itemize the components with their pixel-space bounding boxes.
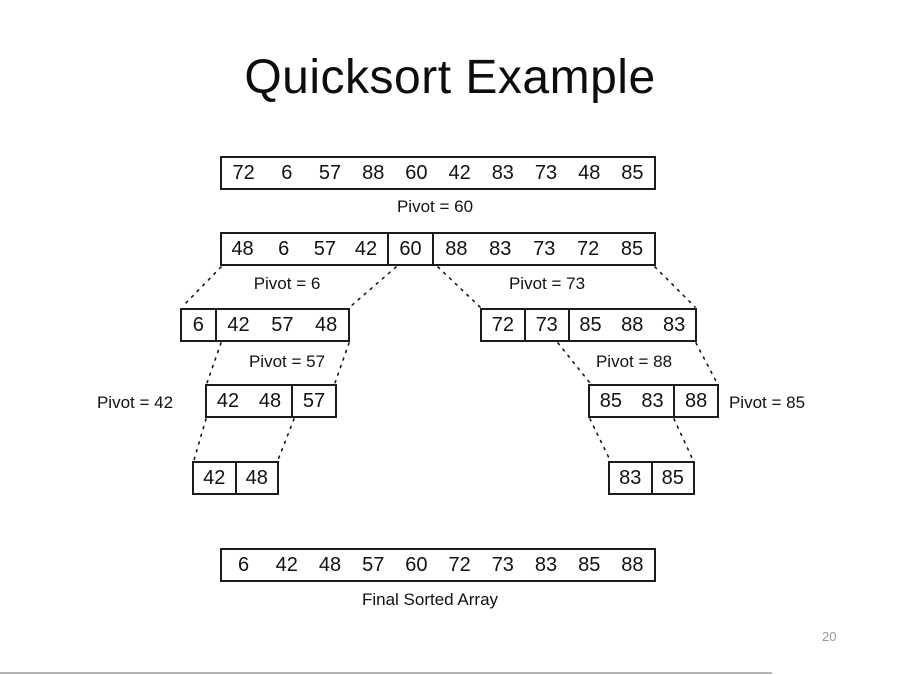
array-cell: 83 <box>662 313 686 336</box>
array-cell: 60 <box>405 553 428 576</box>
array-cell: 88 <box>362 161 385 184</box>
array-segment: 42 <box>194 463 235 493</box>
array-cell: 88 <box>685 389 708 412</box>
array-segment: 72 6 57 88 60 42 83 73 48 85 <box>222 158 654 188</box>
array-cell: 42 <box>227 313 250 336</box>
array-cell: 42 <box>354 237 378 260</box>
array-cell: 85 <box>579 313 602 336</box>
pivot-label-6: Pivot = 6 <box>253 274 321 293</box>
array-cell: 83 <box>491 161 514 184</box>
array-cell: 48 <box>578 161 601 184</box>
pivot-label-57: Pivot = 57 <box>248 352 326 371</box>
array-segment: 48 <box>234 463 278 493</box>
array-cell: 73 <box>533 237 556 260</box>
array-segment: 60 <box>386 234 433 264</box>
array-leaf-42-48: 42 48 <box>192 461 279 495</box>
pivot-label-85: Pivot = 85 <box>728 393 806 412</box>
array-cell: 72 <box>232 161 255 184</box>
array-cell: 6 <box>278 237 290 260</box>
array-cell: 72 <box>491 313 515 336</box>
array-segment: 88 <box>673 386 717 416</box>
array-segment: 42 48 <box>207 386 291 416</box>
array-cell: 85 <box>661 466 684 489</box>
array-cell: 42 <box>203 466 226 489</box>
array-segment: 85 83 <box>590 386 673 416</box>
array-initial: 72 6 57 88 60 42 83 73 48 85 <box>220 156 656 190</box>
array-42-48-57: 42 48 57 <box>205 384 337 418</box>
array-cell: 42 <box>275 553 298 576</box>
array-segment: 42 57 48 <box>214 310 348 340</box>
bottom-edge-line <box>0 672 772 674</box>
array-cell: 42 <box>216 389 240 412</box>
array-segment: 85 88 83 <box>567 310 695 340</box>
array-cell: 48 <box>318 553 342 576</box>
array-cell: 48 <box>258 389 282 412</box>
array-cell: 88 <box>621 553 644 576</box>
array-cell: 6 <box>238 553 250 576</box>
array-right-of-60: 72 73 85 88 83 <box>480 308 697 342</box>
array-85-83-88: 85 83 88 <box>588 384 719 418</box>
array-segment: 83 <box>610 463 651 493</box>
array-cell: 6 <box>192 313 204 336</box>
array-cell: 85 <box>578 553 601 576</box>
array-partition-60: 48 6 57 42 60 88 83 73 72 85 <box>220 232 656 266</box>
array-segment: 85 <box>650 463 694 493</box>
array-segment: 48 6 57 42 <box>222 234 387 264</box>
array-cell: 85 <box>621 161 644 184</box>
array-cell: 6 <box>281 161 293 184</box>
array-cell: 83 <box>534 553 558 576</box>
array-cell: 48 <box>231 237 254 260</box>
pivot-label-42: Pivot = 42 <box>96 393 174 412</box>
array-cell: 83 <box>641 389 664 412</box>
array-cell: 57 <box>362 553 385 576</box>
array-cell: 42 <box>448 161 471 184</box>
array-cell: 83 <box>619 466 642 489</box>
array-cell: 88 <box>621 313 644 336</box>
array-segment: 6 <box>182 310 215 340</box>
array-cell: 48 <box>314 313 338 336</box>
array-cell: 72 <box>576 237 600 260</box>
array-cell: 73 <box>534 161 558 184</box>
array-cell: 48 <box>245 466 268 489</box>
pivot-label-73: Pivot = 73 <box>508 274 586 293</box>
array-cell: 57 <box>318 161 342 184</box>
array-segment: 72 <box>482 310 524 340</box>
array-segment: 73 <box>523 310 568 340</box>
slide-title: Quicksort Example <box>244 51 656 104</box>
array-cell: 57 <box>271 313 294 336</box>
array-segment: 57 <box>291 386 335 416</box>
array-cell: 60 <box>399 237 422 260</box>
pivot-label-88: Pivot = 88 <box>595 352 673 371</box>
array-final-sorted: 6 42 48 57 60 72 73 83 85 88 <box>220 548 656 582</box>
array-cell: 60 <box>405 161 428 184</box>
array-cell: 85 <box>620 237 644 260</box>
array-cell: 57 <box>302 389 326 412</box>
final-array-caption: Final Sorted Array <box>361 590 499 609</box>
array-leaf-83-85: 83 85 <box>608 461 695 495</box>
array-cell: 73 <box>535 313 558 336</box>
array-segment: 6 42 48 57 60 72 73 83 85 88 <box>222 550 654 580</box>
array-cell: 73 <box>491 553 514 576</box>
array-cell: 72 <box>448 553 471 576</box>
array-cell: 57 <box>313 237 336 260</box>
array-segment: 88 83 73 72 85 <box>432 234 654 264</box>
array-cell: 88 <box>445 237 468 260</box>
array-left-of-60: 6 42 57 48 <box>180 308 350 342</box>
pivot-label-60: Pivot = 60 <box>396 197 474 216</box>
array-cell: 85 <box>599 389 622 412</box>
array-cell: 83 <box>489 237 512 260</box>
page-number: 20 <box>822 629 837 644</box>
